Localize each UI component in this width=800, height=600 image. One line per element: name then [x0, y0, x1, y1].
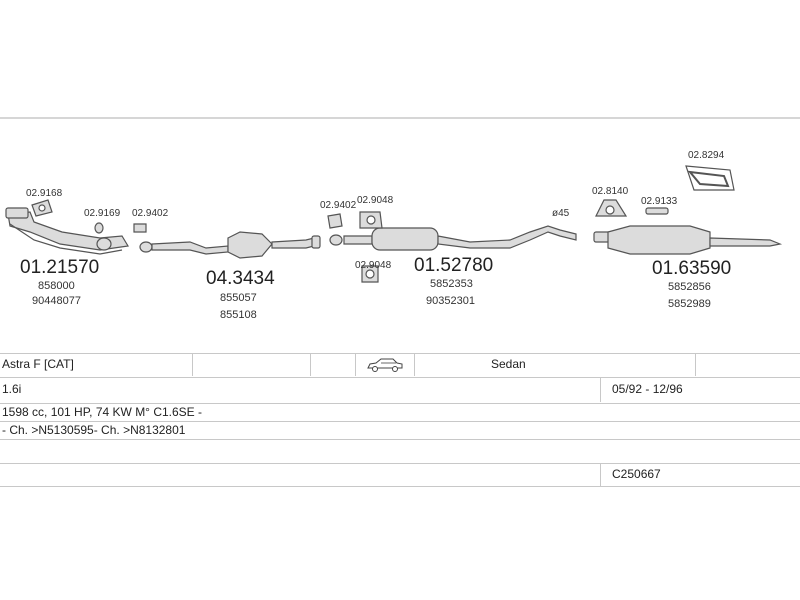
- oe-number: 90352301: [426, 295, 475, 307]
- divider: [310, 354, 311, 376]
- divider: [600, 378, 601, 402]
- oe-number: 855057: [220, 292, 257, 304]
- oe-number: 90448077: [32, 295, 81, 307]
- divider: [192, 354, 193, 376]
- part-label: 02.8294: [688, 150, 725, 161]
- specs-cell: 1598 cc, 101 HP, 74 KW M° C1.6SE -: [2, 405, 203, 419]
- table-row: C250667: [0, 463, 800, 487]
- oe-number: 5852353: [430, 278, 473, 290]
- engine-cell: 1.6i: [2, 382, 22, 396]
- oe-number: 5852856: [668, 281, 711, 293]
- part-number-main[interactable]: 01.52780: [414, 255, 493, 276]
- rubber-hanger-icon[interactable]: [361, 265, 379, 283]
- oe-number: 5852989: [668, 298, 711, 310]
- clip-icon[interactable]: [645, 207, 669, 215]
- clamp-icon[interactable]: [133, 223, 147, 233]
- part-label: 02.9169: [84, 208, 121, 219]
- table-row: 1.6i 05/92 - 12/96: [0, 377, 800, 402]
- seal-ring-icon[interactable]: [94, 222, 112, 251]
- part-label: 02.9048: [355, 260, 392, 271]
- divider: [600, 464, 601, 486]
- oe-number: 858000: [38, 280, 75, 292]
- oe-number: 855108: [220, 309, 257, 321]
- code-cell: C250667: [612, 467, 661, 481]
- gasket-icon[interactable]: [31, 199, 53, 217]
- part-label: 02.9402: [320, 200, 357, 211]
- hanger-ring-icon[interactable]: [685, 165, 735, 191]
- mounting-rubber-icon[interactable]: [595, 199, 628, 217]
- car-sedan-icon: [366, 357, 404, 379]
- part-label: 02.8140: [592, 186, 629, 197]
- rear-silencer-part[interactable]: [593, 225, 783, 255]
- flange-gasket-icon[interactable]: [327, 211, 383, 229]
- exhaust-system-diagram: 02.9168 02.9169 02.9402 01.21570 858000 …: [0, 117, 800, 321]
- table-row: Astra F [CAT] Sedan: [0, 353, 800, 376]
- model-cell: Astra F [CAT]: [2, 357, 74, 371]
- pipe-diameter-label: ø45: [552, 208, 570, 219]
- divider: [695, 354, 696, 376]
- part-number-main[interactable]: 01.21570: [20, 257, 99, 278]
- body-cell: Sedan: [491, 357, 526, 371]
- part-number-main[interactable]: 04.3434: [206, 268, 275, 289]
- part-label: 02.9048: [357, 195, 394, 206]
- catalytic-converter-part[interactable]: [139, 231, 321, 259]
- period-cell: 05/92 - 12/96: [612, 382, 683, 396]
- part-label: 02.9168: [26, 188, 63, 199]
- part-label: 02.9402: [132, 208, 169, 219]
- divider: [414, 354, 415, 376]
- part-label: 02.9133: [641, 196, 678, 207]
- divider: [355, 354, 356, 376]
- table-row: 1598 cc, 101 HP, 74 KW M° C1.6SE -: [0, 403, 800, 420]
- table-row: [0, 439, 800, 462]
- part-number-main[interactable]: 01.63590: [652, 258, 731, 279]
- chassis-cell: - Ch. >N5130595- Ch. >N8132801: [2, 423, 186, 437]
- table-row: - Ch. >N5130595- Ch. >N8132801: [0, 421, 800, 438]
- middle-silencer-part[interactable]: [329, 225, 577, 251]
